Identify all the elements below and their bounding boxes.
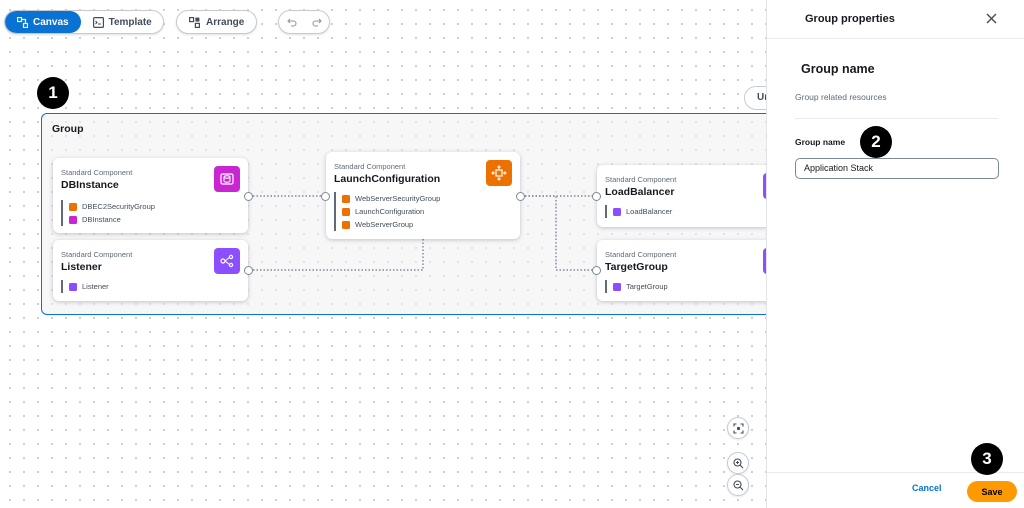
partial-canvas-button[interactable]: Un [744,86,766,110]
auto-scaling-group-icon [342,220,350,229]
database-icon [214,166,240,192]
resource-label: Listener [82,282,109,291]
arrange-icon [189,16,200,28]
resource-list: TargetGroup [605,280,668,293]
resource-item: DBEC2SecurityGroup [69,200,155,213]
component-kind: Standard Component [605,175,677,184]
target-group-resource-icon [613,282,621,291]
canvas-tab-label: Canvas [33,16,69,28]
component-name: Listener [61,261,102,273]
group-name-input[interactable]: Application Stack [795,158,999,179]
auto-scaling-icon [486,160,512,186]
listener-icon [69,282,77,291]
zoom-out-icon[interactable] [727,474,749,496]
component-card-listener[interactable]: Standard Component Listener Listener [53,240,248,301]
component-name: DBInstance [61,179,119,191]
resource-item: DBInstance [69,213,155,226]
step-marker-3: 3 [971,443,1003,475]
resource-list: LoadBalancer [605,205,672,218]
canvas-tab[interactable]: Canvas [5,11,81,33]
connection-lines [253,195,593,271]
resource-label: TargetGroup [626,282,668,291]
component-card-dbinstance[interactable]: Standard Component DBInstance DBEC2Secur… [53,158,248,233]
fit-to-screen-icon[interactable] [727,417,749,439]
redo-icon[interactable] [304,11,329,33]
resource-item: Listener [69,280,109,293]
group-properties-panel: Group properties Group name Group relate… [766,0,1024,508]
security-group-icon [342,194,350,203]
divider [767,472,1024,473]
group-name-label: Group name [795,137,846,147]
target-group-icon [763,248,766,274]
resource-item: LaunchConfiguration [342,205,440,218]
component-kind: Standard Component [61,168,133,177]
load-balancer-icon [763,173,766,199]
db-instance-icon [69,215,77,224]
component-card-targetgroup[interactable]: Standard Component TargetGroup TargetGro… [597,240,766,301]
view-toggle: Canvas Template [4,10,164,34]
resource-item: WebServerGroup [342,218,440,231]
component-card-launchconfiguration[interactable]: Standard Component LaunchConfiguration W… [326,152,520,239]
resource-list: Listener [61,280,109,293]
connection-port[interactable] [592,266,601,275]
close-icon[interactable] [983,10,999,26]
component-name: TargetGroup [605,261,668,273]
template-tab[interactable]: Template [81,11,163,33]
component-kind: Standard Component [605,250,677,259]
section-heading: Group name [801,62,875,76]
resource-item: WebServerSecurityGroup [342,192,440,205]
load-balancer-resource-icon [613,207,621,216]
resource-list: DBEC2SecurityGroup DBInstance [61,200,155,226]
zoom-in-icon[interactable] [727,452,749,474]
resource-label: DBEC2SecurityGroup [82,202,155,211]
component-name: LaunchConfiguration [334,173,441,185]
undo-icon[interactable] [279,11,304,33]
launch-configuration-icon [342,207,350,216]
resource-label: LoadBalancer [626,207,673,216]
arrange-button[interactable]: Arrange [176,10,258,34]
component-kind: Standard Component [61,250,133,259]
component-name: LoadBalancer [605,186,675,198]
load-balancer-icon [214,248,240,274]
section-description: Group related resources [795,92,887,102]
component-card-loadbalancer[interactable]: Standard Component LoadBalancer LoadBala… [597,165,766,227]
security-group-icon [69,202,77,211]
cancel-button[interactable]: Cancel [912,483,942,493]
connection-port[interactable] [244,266,253,275]
step-marker-2: 2 [860,126,892,158]
connection-port[interactable] [516,192,525,201]
connection-port[interactable] [592,192,601,201]
connection-port[interactable] [244,192,253,201]
template-icon [92,16,104,28]
resource-item: TargetGroup [613,280,668,293]
save-button[interactable]: Save [967,481,1017,502]
template-tab-label: Template [108,16,152,28]
resource-label: DBInstance [82,215,121,224]
resource-label: WebServerGroup [355,220,414,229]
connection-port[interactable] [321,192,330,201]
design-canvas[interactable]: Canvas Template Arrange 1 Un Group [0,0,766,508]
step-marker-1: 1 [37,77,69,109]
divider [795,118,998,119]
resource-label: WebServerSecurityGroup [355,194,441,203]
undo-redo-group [278,10,330,34]
component-kind: Standard Component [334,162,406,171]
resource-list: WebServerSecurityGroup LaunchConfigurati… [334,192,440,231]
arrange-label: Arrange [206,16,245,28]
resource-item: LoadBalancer [613,205,672,218]
group-title: Group [52,123,84,135]
canvas-icon [17,16,28,28]
panel-title: Group properties [805,13,895,25]
resource-label: LaunchConfiguration [355,207,425,216]
divider [767,38,1024,39]
